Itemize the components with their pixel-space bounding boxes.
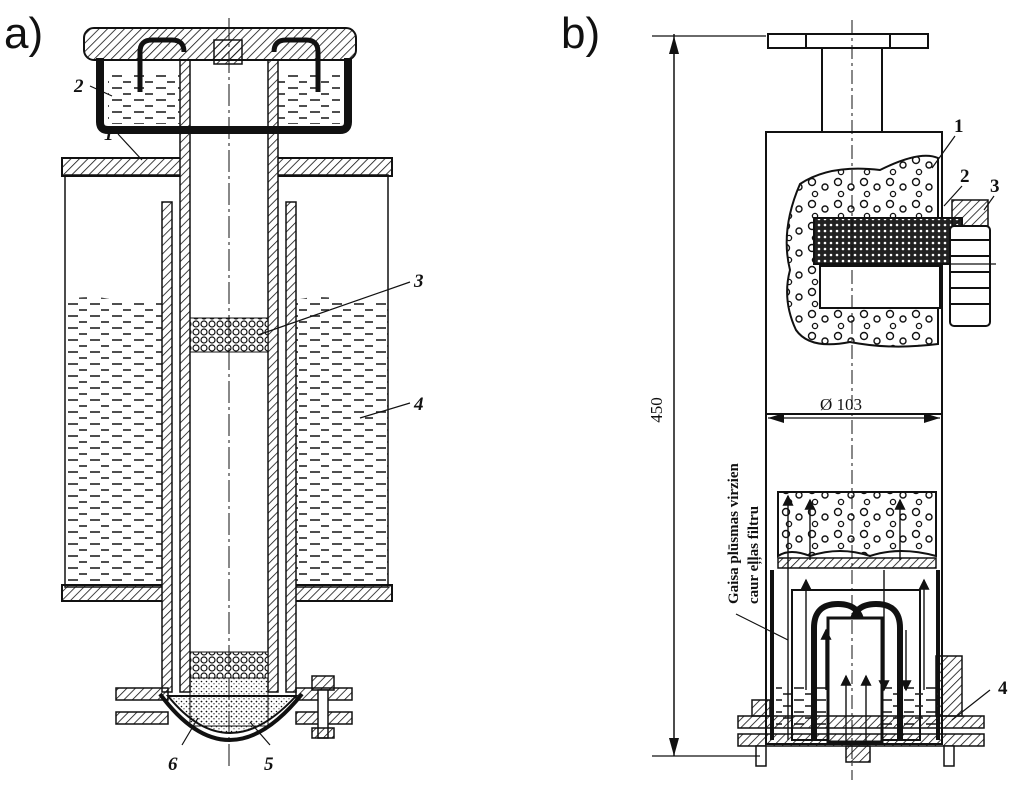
panel-a-drawing: 2 1 3 4 5 6 [61,18,424,775]
bottom-flange-upper-b [737,715,985,729]
panel-b-label: b) [561,9,601,58]
height-dimension-label: 450 [647,397,666,423]
panel-a-label: a) [4,9,44,58]
bottom-flange-lower-b [737,733,985,747]
mesh-element-b [813,217,963,265]
airflow-caption-line-2: caur eļļas filtru [746,506,762,604]
support-plate-b [777,557,937,569]
callout-a-6: 6 [168,754,178,775]
callout-b-1: 1 [954,116,964,137]
airflow-caption-line-1: Gaisa plūsmas virzien [726,462,742,604]
tank-liquid-right-a [295,297,388,585]
callout-a-2: 2 [73,76,84,97]
callout-a-5: 5 [264,754,274,775]
cap-liquid-left-a [108,72,180,124]
bolt-head-a [311,675,335,691]
callout-a-3: 3 [413,271,424,292]
bottom-bowl-a [165,695,299,734]
side-knob-b [949,225,991,327]
side-nut-b [951,199,989,227]
callout-a-4: 4 [413,394,424,415]
callout-b-3: 3 [990,176,1000,197]
tank-liquid-left-a [65,297,165,585]
bottom-flange-left-a [115,687,169,701]
callout-b-2: 2 [960,166,970,187]
cap-plug-a [213,39,243,65]
callout-a-1: 1 [104,124,114,145]
bolt-b [935,655,963,717]
filter-cartridge-b [819,265,941,309]
cap-liquid-right-a [278,72,340,124]
lower-porous-band-b [777,491,937,558]
top-plate-b [767,33,929,49]
callout-b-4: 4 [998,678,1008,699]
diameter-dimension-label: Ø 103 [820,395,862,414]
panel-b-drawing: 450 Ø 103 Gaisa plūsmas virzien caur eļļ… [647,20,1008,780]
